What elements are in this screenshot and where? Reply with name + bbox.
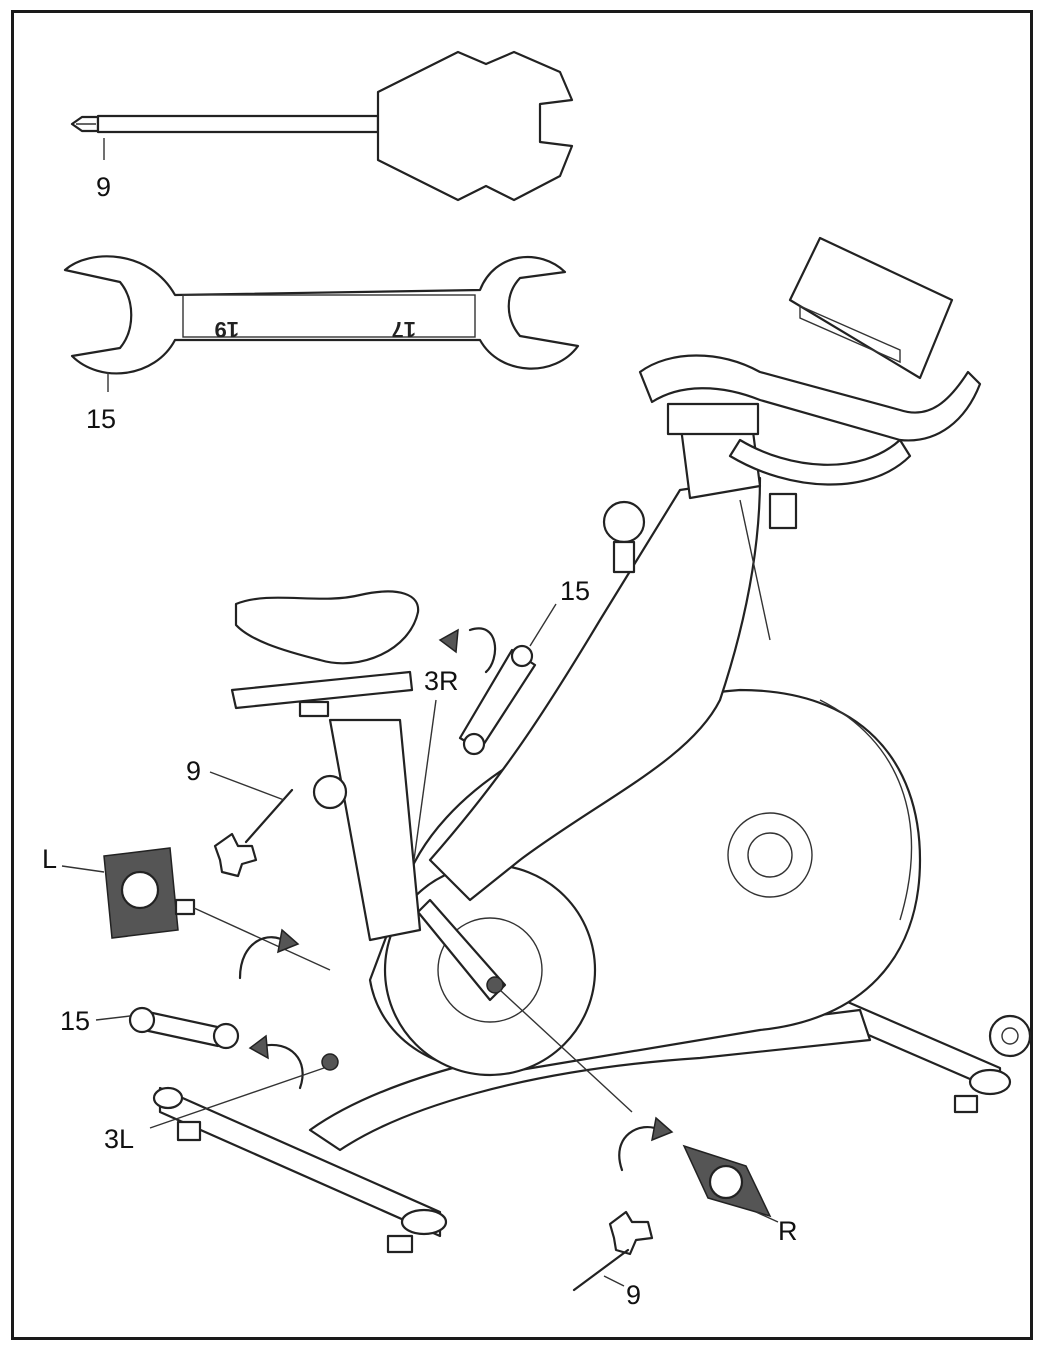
label-tool-15-top: 15 (86, 404, 116, 434)
screwdriver-tool-icon (70, 50, 574, 202)
small-wrench-post-icon (438, 627, 537, 756)
label-bolt-3R: 3R (424, 666, 459, 696)
multi-tool-bottom-icon (572, 1210, 654, 1292)
right-pedal-icon (682, 1144, 772, 1218)
arrowhead-icon (277, 928, 300, 954)
label-wrench-15-left: 15 (60, 1006, 90, 1036)
label-tool-9-bottom: 9 (626, 1280, 641, 1310)
label-tool-9-top: 9 (96, 172, 111, 202)
label-bolt-3L: 3L (104, 1124, 134, 1154)
small-wrench-left-icon (128, 1006, 240, 1050)
label-pedal-L: L (42, 844, 57, 874)
label-tool-9-seat: 9 (186, 756, 201, 786)
open-wrench-tool-icon (63, 255, 580, 392)
spin-bike-illustration (152, 236, 1032, 1254)
multi-tool-seat-icon (213, 788, 294, 878)
wrench-stamp-17: 17 (392, 317, 416, 342)
left-pedal-icon (103, 847, 331, 971)
label-pedal-R: R (778, 1216, 798, 1246)
rotate-arrow-left-crank-icon (260, 1043, 304, 1090)
diagram-frame (11, 10, 1033, 1340)
bolt-3L-icon (321, 1053, 339, 1071)
wrench-stamp-19: 19 (215, 317, 239, 342)
arrowhead-icon (248, 1034, 269, 1060)
label-wrench-15-post: 15 (560, 576, 590, 606)
arrowhead-icon (651, 1116, 674, 1142)
